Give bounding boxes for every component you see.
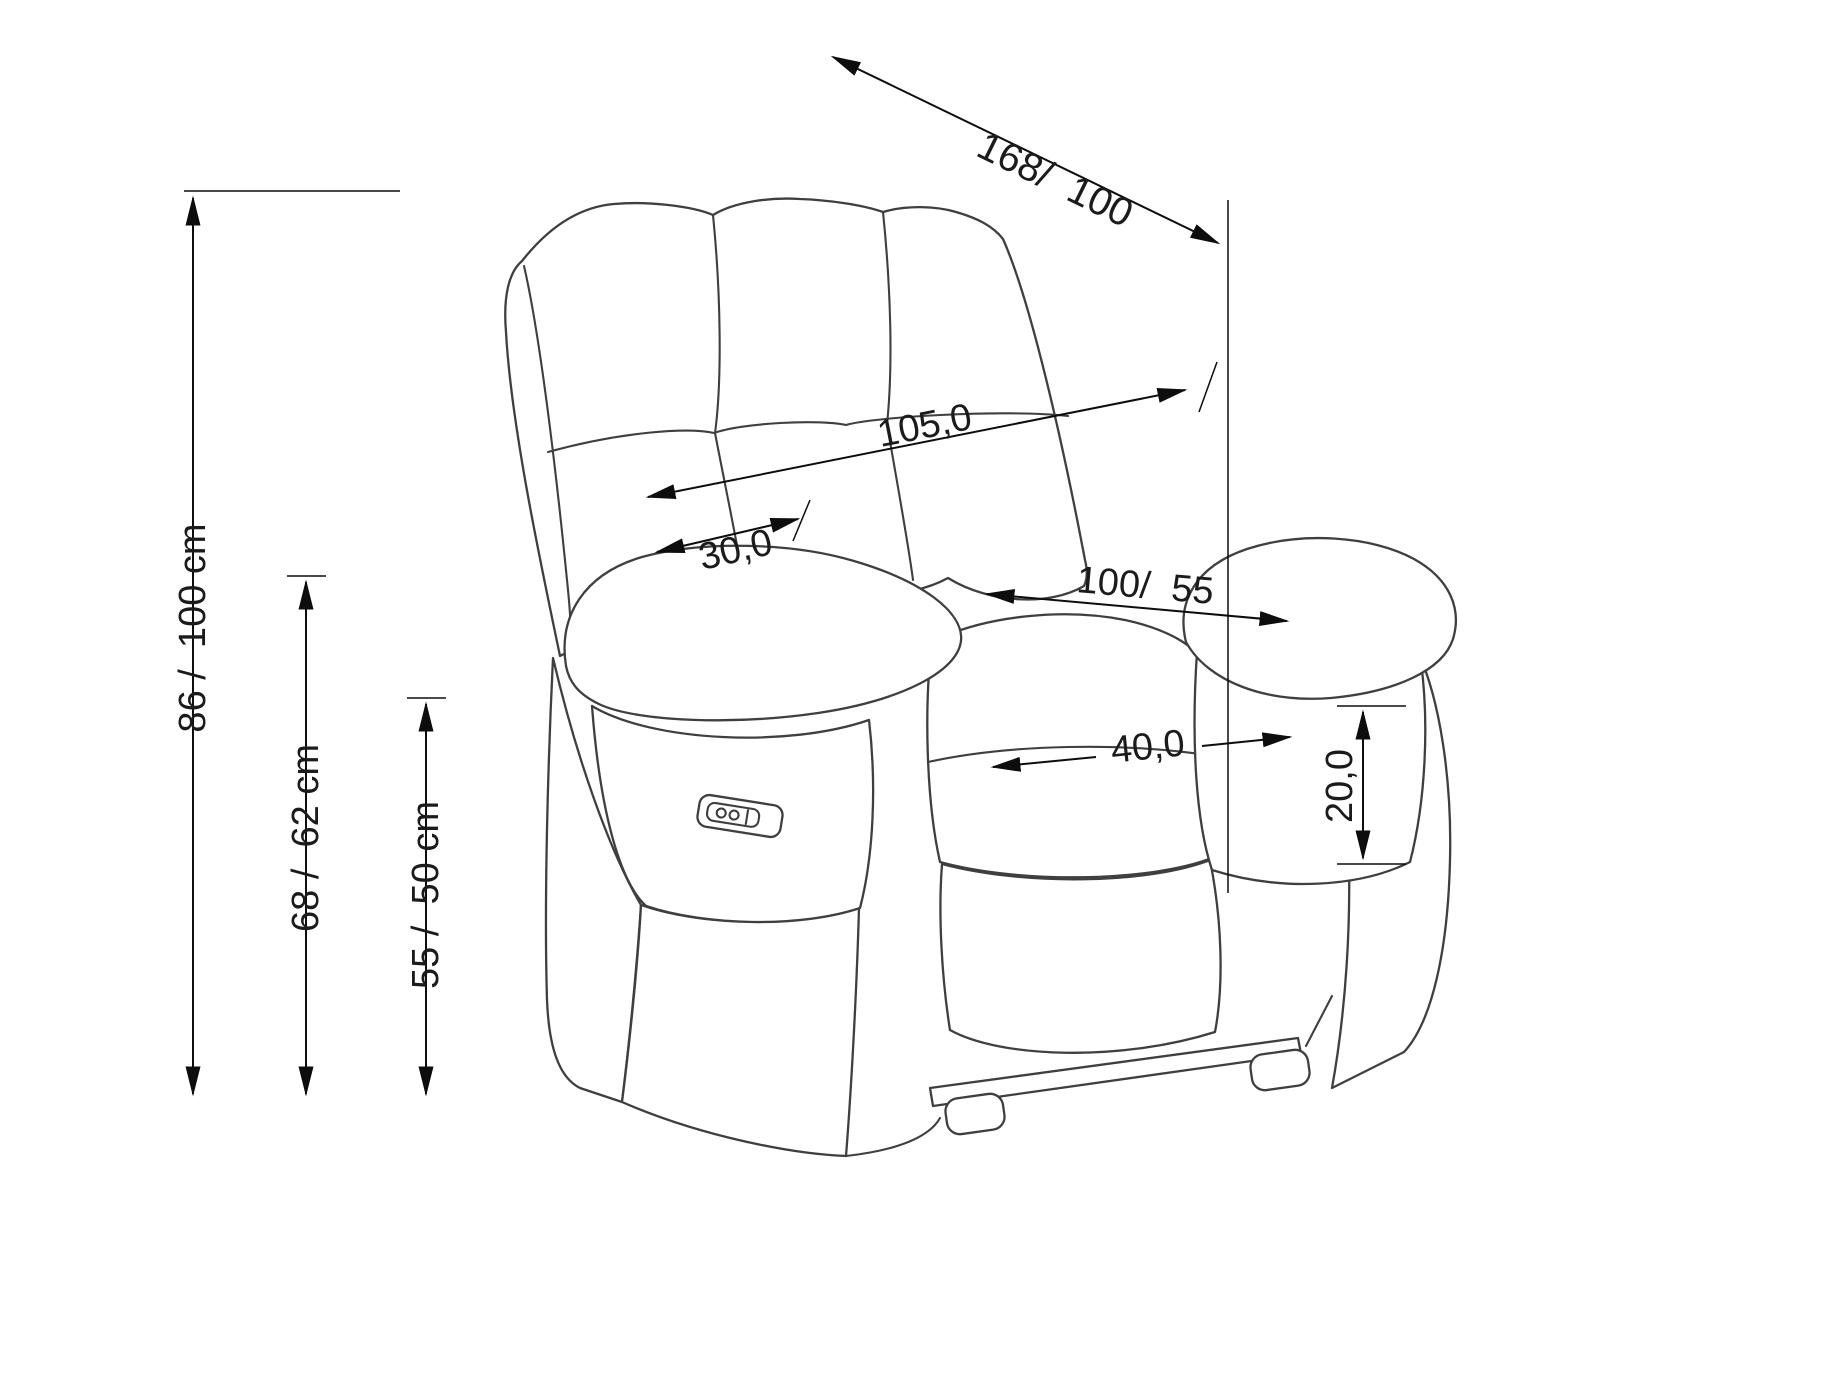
rear-leg-line bbox=[1304, 994, 1334, 1048]
dim-line bbox=[645, 388, 1188, 499]
dim-armrest-height: 55 / 50 cm bbox=[405, 697, 447, 1097]
rear-foot bbox=[1249, 1048, 1311, 1092]
dim-line bbox=[654, 517, 801, 554]
dim-label-diagonal-overall: 168/ 100 bbox=[970, 123, 1139, 236]
dim-seat-width: 100/ 55 bbox=[984, 559, 1290, 627]
front-foot bbox=[944, 1092, 1006, 1136]
dim-label-armrest-rise: 20,0 bbox=[1319, 749, 1361, 823]
seat-seam bbox=[926, 745, 1216, 764]
dim-line bbox=[984, 588, 1290, 627]
dim-line bbox=[1201, 732, 1293, 748]
control-pad-body[interactable] bbox=[696, 793, 784, 839]
dim-seat-depth: 40,0 bbox=[990, 722, 1293, 772]
left-armrest-pillow bbox=[563, 544, 963, 722]
recliner-control-pad[interactable] bbox=[696, 793, 784, 839]
dim-tick bbox=[792, 499, 811, 542]
control-button-icon[interactable] bbox=[728, 809, 740, 821]
right-armrest-pillow bbox=[1182, 536, 1457, 700]
control-switch-icon[interactable] bbox=[744, 809, 750, 826]
dim-tick bbox=[1198, 361, 1218, 413]
dim-label-armrest-height: 55 / 50 cm bbox=[405, 801, 447, 989]
front-base-edge bbox=[844, 1116, 942, 1158]
recliner-line-art bbox=[504, 197, 1457, 1158]
seat-front-panel bbox=[939, 858, 1222, 1054]
dim-label-backrest-height: 68 / 62 cm bbox=[285, 744, 327, 932]
control-pad-screen bbox=[705, 801, 761, 828]
control-button-icon[interactable] bbox=[715, 807, 727, 819]
left-front-lower-panel bbox=[620, 903, 861, 1158]
dim-label-seat-depth: 40,0 bbox=[1109, 722, 1187, 772]
dim-label-overall-height: 86 / 100 cm bbox=[172, 523, 214, 732]
dim-line bbox=[830, 55, 1221, 245]
dim-line bbox=[990, 756, 1097, 772]
dim-overall-height: 86 / 100 cm bbox=[172, 190, 400, 1097]
dim-armrest-rise: 20,0 bbox=[1319, 705, 1406, 865]
dim-label-seat-width: 100/ 55 bbox=[1075, 559, 1215, 613]
dim-backrest-height: 68 / 62 cm bbox=[285, 575, 327, 1097]
